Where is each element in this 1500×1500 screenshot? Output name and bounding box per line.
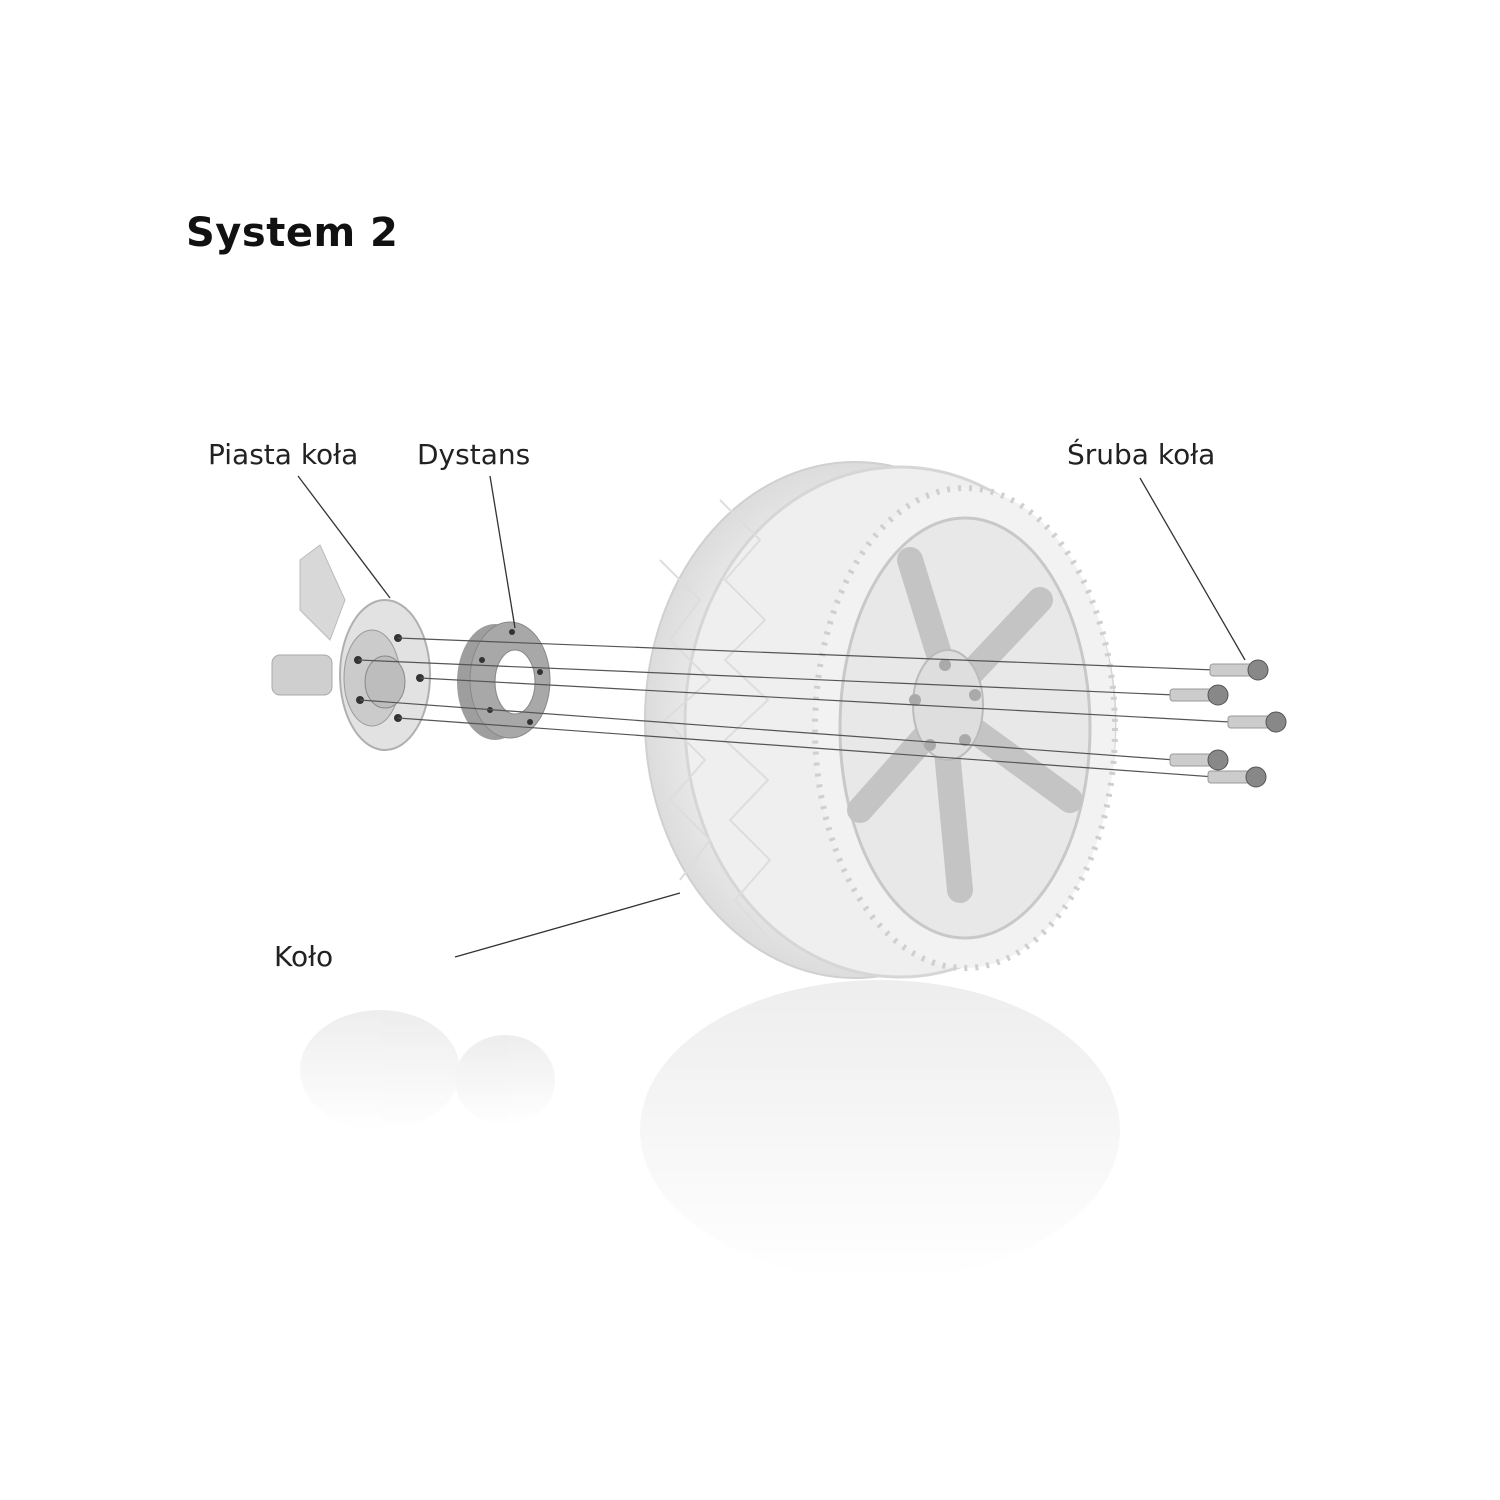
hub-leader-line [297,475,391,599]
bolt [1209,659,1269,681]
bolt [1169,684,1229,706]
bolt-axis-lines [357,637,1231,778]
wheel-leader-line [454,892,681,958]
wheel [644,461,1118,979]
wheel-label: Koło [274,940,334,973]
bolt [1207,766,1267,788]
hub-label: Piasta koła [208,438,359,471]
bolt [1169,749,1229,771]
bolt-leader-line [1139,477,1246,661]
spacer-label: Dystans [417,438,531,471]
bolt-label: Śruba koła [1067,438,1216,471]
floor-reflection [300,980,1120,1280]
bolt [1227,711,1287,733]
diagram-title: System 2 [186,210,399,256]
wheel-bolts [1169,659,1287,788]
spacer-leader-line [489,475,516,629]
wheel-hub [271,544,431,751]
